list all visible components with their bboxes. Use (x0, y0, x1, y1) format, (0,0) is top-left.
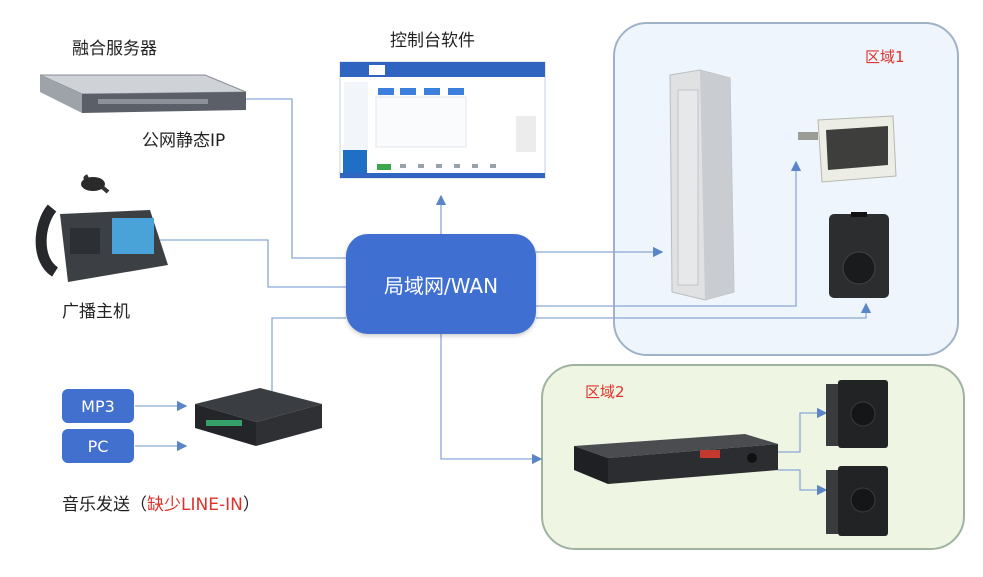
line-hub-horn (536, 160, 802, 307)
line-amp-spk1 (778, 407, 828, 453)
line-amp-spk2 (778, 469, 828, 496)
zone2-speaker-top-icon (826, 380, 888, 448)
public-ip-label: 公网静态IP (142, 131, 226, 151)
audio-network-box-icon (195, 388, 322, 446)
music-send-label: 音乐发送（缺少LINE-IN） (62, 490, 260, 515)
mp3-source-box: MP3 (62, 389, 134, 423)
software-screenshot-icon (339, 61, 546, 179)
horn-speaker-icon (798, 115, 897, 183)
console-software-label: 控制台软件 (390, 31, 475, 51)
broadcast-host-label: 广播主机 (62, 302, 130, 322)
network-hub-label: 局域网/WAN (383, 273, 499, 298)
music-send-prefix: 音乐发送（ (62, 495, 147, 515)
broadcast-host-icon (35, 174, 168, 282)
line-hub-amp (440, 334, 543, 465)
network-hub: 局域网/WAN (346, 234, 536, 334)
amplifier-icon (574, 434, 778, 484)
line-netbox-hub (271, 317, 346, 393)
server-icon (39, 74, 247, 113)
zone-1-title: 区域1 (865, 48, 905, 66)
zone2-speaker-bottom-icon (826, 466, 888, 536)
pc-source-label: PC (87, 436, 109, 456)
line-hub-wallspeaker (536, 302, 872, 319)
missing-line-in-note: 缺少LINE-IN (147, 495, 243, 515)
column-speaker-icon (669, 69, 735, 301)
mp3-source-label: MP3 (81, 396, 115, 416)
line-phone-hub (160, 239, 346, 288)
line-server-hub (245, 98, 346, 259)
server-label: 融合服务器 (72, 39, 157, 59)
pc-source-box: PC (62, 429, 134, 463)
music-send-suffix: ） (242, 495, 260, 515)
zone-2-title: 区域2 (585, 383, 625, 401)
wall-speaker-icon (829, 212, 889, 298)
